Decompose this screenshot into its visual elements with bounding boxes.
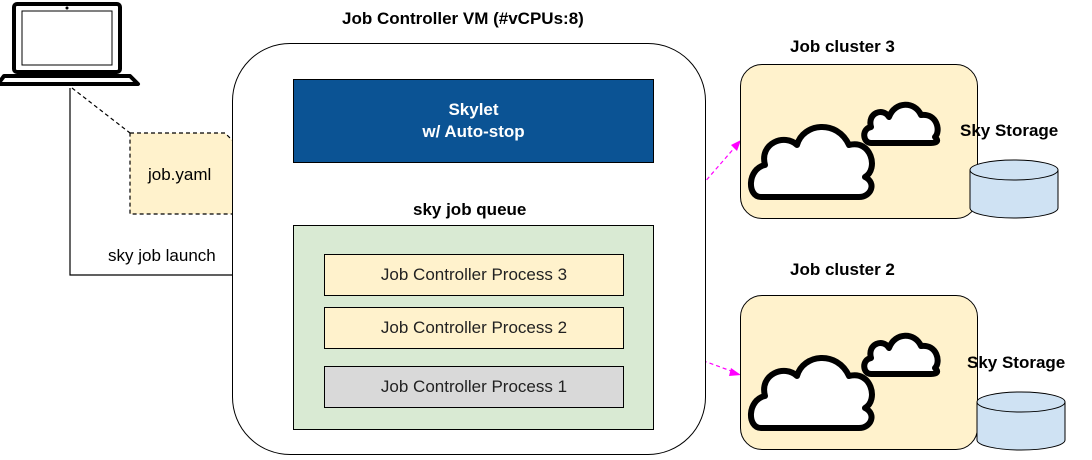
job-controller-process-3: Job Controller Process 3 xyxy=(324,254,624,296)
vm-title: Job Controller VM (#vCPUs:8) xyxy=(342,9,584,28)
skylet-title: Skylet xyxy=(448,100,499,119)
cloud-icon xyxy=(748,101,941,200)
queue-title: sky job queue xyxy=(413,200,527,219)
cloud-icon xyxy=(748,332,941,431)
yaml-file-label: job.yaml xyxy=(148,165,212,184)
storage-cylinder-icon xyxy=(969,159,1059,219)
job-controller-process-1: Job Controller Process 1 xyxy=(324,366,624,408)
cluster3-storage-label: Sky Storage xyxy=(960,121,1059,140)
cluster2-storage-label: Sky Storage xyxy=(967,353,1066,372)
skylet-subtitle: w/ Auto-stop xyxy=(422,122,525,141)
launch-command-label: sky job launch xyxy=(108,246,216,265)
storage-cylinder-icon xyxy=(976,391,1066,451)
cluster2-title: Job cluster 2 xyxy=(790,260,895,279)
yaml-dash-top xyxy=(71,87,131,134)
job-controller-process-2: Job Controller Process 2 xyxy=(324,307,624,349)
laptop-icon xyxy=(0,2,140,86)
skylet-box: Skylet w/ Auto-stop xyxy=(293,79,654,163)
cluster3-title: Job cluster 3 xyxy=(790,37,895,56)
